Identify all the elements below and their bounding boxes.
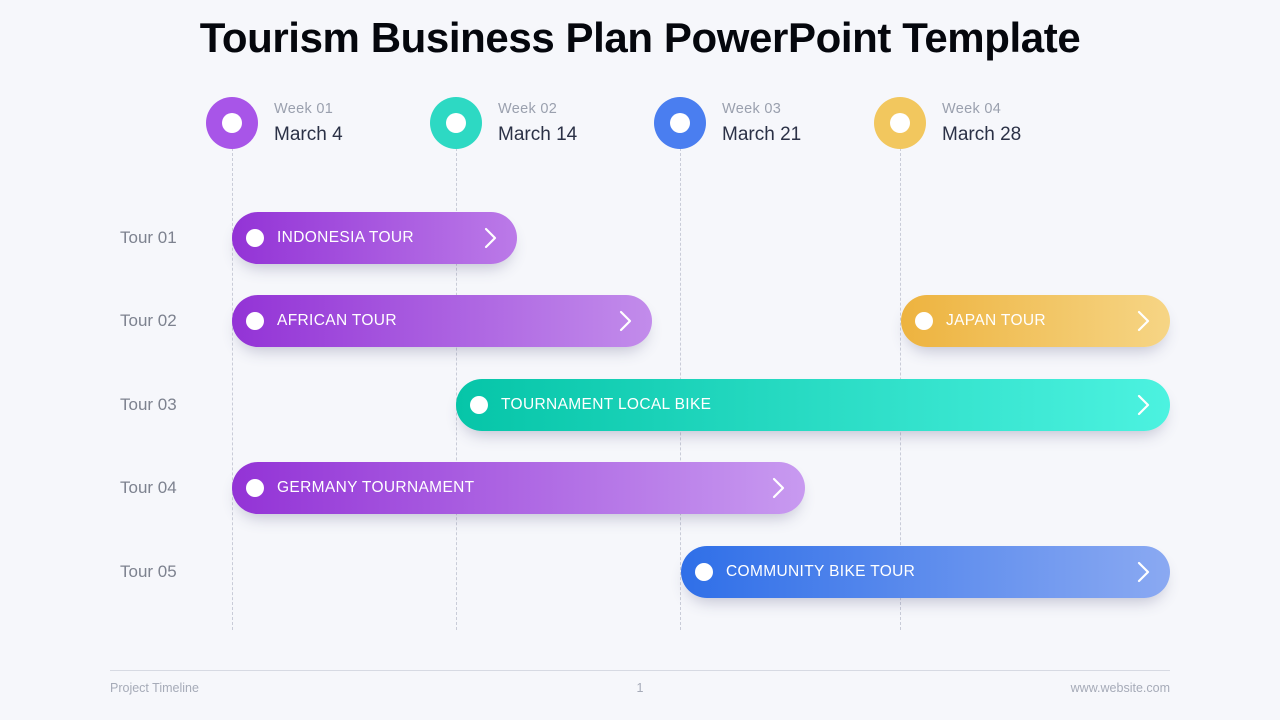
task-label-japan-tour: JAPAN TOUR	[946, 312, 1046, 329]
footer-divider	[110, 670, 1170, 671]
week-date-2: March 14	[498, 124, 578, 145]
week-dot-icon-2	[430, 97, 482, 149]
footer-left-label: Project Timeline	[110, 681, 199, 695]
task-bar-germany-tournament[interactable]: GERMANY TOURNAMENT	[232, 462, 805, 514]
week-text-2: Week 02 March 14	[498, 99, 577, 149]
chevron-right-icon[interactable]	[618, 308, 634, 334]
week-label-4: Week 04	[942, 101, 1002, 117]
task-bar-japan-tour[interactable]: JAPAN TOUR	[901, 295, 1170, 347]
week-dot-center-4	[890, 113, 910, 133]
week-date-1: March 4	[274, 124, 343, 145]
week-dot-icon-4	[874, 97, 926, 149]
week-dot-center-1	[222, 113, 242, 133]
footer-page-number: 1	[636, 681, 644, 695]
footer-website-link[interactable]: www.website.com	[1070, 681, 1170, 695]
week-text-1: Week 01 March 4	[274, 99, 343, 149]
task-bullet-icon	[470, 396, 488, 414]
task-bar-tournament-local-bike[interactable]: TOURNAMENT LOCAL BIKE	[456, 379, 1170, 431]
week-dot-center-2	[446, 113, 466, 133]
gridline-week-01	[232, 148, 233, 630]
row-label-tour-01: Tour 01	[120, 228, 177, 247]
week-label-1: Week 01	[274, 101, 334, 117]
task-label-tournament-local-bike: TOURNAMENT LOCAL BIKE	[501, 396, 712, 413]
week-date-4: March 28	[942, 124, 1022, 145]
week-dot-icon-1	[206, 97, 258, 149]
task-label-indonesia-tour: INDONESIA TOUR	[277, 229, 414, 246]
task-bar-african-tour[interactable]: AFRICAN TOUR	[232, 295, 652, 347]
task-bullet-icon	[246, 229, 264, 247]
page-title: Tourism Business Plan PowerPoint Templat…	[199, 14, 1081, 61]
task-bullet-icon	[695, 563, 713, 581]
week-date-3: March 21	[722, 124, 802, 145]
task-bullet-icon	[915, 312, 933, 330]
week-text-4: Week 04 March 28	[942, 99, 1021, 149]
chevron-right-icon[interactable]	[483, 225, 499, 251]
chevron-right-icon[interactable]	[1136, 308, 1152, 334]
week-dot-icon-3	[654, 97, 706, 149]
task-label-african-tour: AFRICAN TOUR	[277, 312, 397, 329]
gridline-week-02	[456, 148, 457, 630]
chevron-right-icon[interactable]	[771, 475, 787, 501]
row-label-tour-05: Tour 05	[120, 562, 177, 581]
row-label-tour-04: Tour 04	[120, 478, 177, 497]
week-dot-center-3	[670, 113, 690, 133]
week-label-2: Week 02	[498, 101, 558, 117]
chevron-right-icon[interactable]	[1136, 392, 1152, 418]
task-bar-indonesia-tour[interactable]: INDONESIA TOUR	[232, 212, 517, 264]
row-label-tour-02: Tour 02	[120, 311, 177, 330]
task-bullet-icon	[246, 479, 264, 497]
week-label-3: Week 03	[722, 101, 782, 117]
chevron-right-icon[interactable]	[1136, 559, 1152, 585]
task-bullet-icon	[246, 312, 264, 330]
week-text-3: Week 03 March 21	[722, 99, 801, 149]
task-label-germany-tournament: GERMANY TOURNAMENT	[277, 479, 475, 496]
task-bar-community-bike-tour[interactable]: COMMUNITY BIKE TOUR	[681, 546, 1170, 598]
row-label-tour-03: Tour 03	[120, 395, 177, 414]
task-label-community-bike-tour: COMMUNITY BIKE TOUR	[726, 563, 916, 580]
